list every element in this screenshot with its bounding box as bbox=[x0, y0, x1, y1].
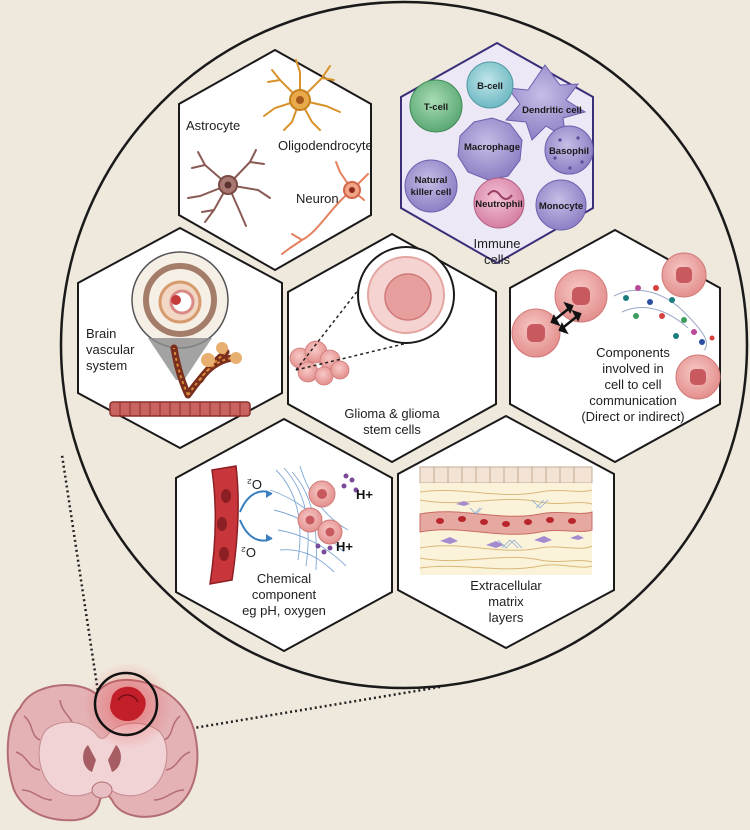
signaling-molecules-icon bbox=[613, 285, 715, 351]
oligodendrocyte-icon bbox=[263, 59, 341, 131]
hex-cell-communication: Components involved in cell to cell comm… bbox=[509, 228, 721, 464]
chemical-label-line2: component bbox=[252, 587, 317, 602]
communication-label-line2: involved in bbox=[602, 361, 663, 376]
astrocyte-label: Astrocyte bbox=[186, 118, 240, 133]
b-cell-label: B-cell bbox=[477, 81, 503, 92]
hex-extracellular-matrix: Extracellular matrix layers bbox=[397, 414, 615, 650]
communication-label-line5: (Direct or indirect) bbox=[581, 409, 684, 424]
t-cell-label: T-cell bbox=[424, 102, 448, 113]
hex-neural-cells: Astrocyte Oligodendrocyte Neuron bbox=[178, 48, 373, 272]
neuron-label: Neuron bbox=[296, 191, 339, 206]
communication-label-line3: cell to cell bbox=[604, 377, 661, 392]
ecm-layers-icon bbox=[419, 466, 593, 575]
chemical-label-line3: eg pH, oxygen bbox=[242, 603, 326, 618]
neutrophil-icon bbox=[473, 177, 525, 229]
neutrophil-label: Neutrophil bbox=[475, 199, 523, 210]
immune-title-line2: cells bbox=[484, 252, 511, 267]
immune-title-line1: Immune bbox=[474, 236, 521, 251]
h-plus-label-2: H+ bbox=[336, 539, 353, 554]
dendritic-cell-label: Dendritic cell bbox=[522, 105, 582, 116]
vascular-label-line1: Brain bbox=[86, 326, 116, 341]
basophil-granules bbox=[553, 136, 584, 170]
macrophage-label: Macrophage bbox=[464, 142, 520, 153]
h-plus-label-1: H+ bbox=[356, 487, 373, 502]
tumor-cells-icon bbox=[297, 480, 343, 545]
astrocyte-icon bbox=[187, 149, 271, 227]
communication-label-line4: communication bbox=[589, 393, 676, 408]
t-cell-icon bbox=[409, 79, 463, 133]
vascular-label-line2: vascular bbox=[86, 342, 135, 357]
natural-killer-cell-icon bbox=[404, 159, 458, 213]
zoom-connector-left bbox=[60, 454, 102, 706]
glioma-zoom-line-top bbox=[295, 279, 367, 371]
ecm-label-line2: matrix bbox=[488, 594, 524, 609]
o2-label-top: O₂ bbox=[247, 477, 262, 492]
hex-glioma: Glioma & glioma stem cells bbox=[287, 232, 497, 464]
glioma-label-line2: stem cells bbox=[363, 422, 421, 437]
hex-chemical-component: O₂ O₂ H+ H+ Chemical co bbox=[175, 417, 393, 653]
b-cell-icon bbox=[466, 61, 514, 109]
neuron-icon bbox=[281, 161, 369, 255]
vascular-label-line3: system bbox=[86, 358, 127, 373]
glioma-label-line1: Glioma & glioma bbox=[344, 406, 440, 421]
glioma-cell-cluster-icon bbox=[289, 340, 350, 386]
nk-cell-label-line2: killer cell bbox=[411, 187, 452, 198]
ecm-label-line3: layers bbox=[489, 610, 524, 625]
dendritic-cell-icon bbox=[504, 64, 587, 141]
tumor-highlight-circle bbox=[93, 671, 159, 737]
hex-brain-vascular: Brain vascular system bbox=[77, 226, 283, 450]
proton-dots-icon bbox=[315, 473, 359, 555]
nk-cell-label-line1: Natural bbox=[415, 175, 448, 186]
oligodendrocyte-label: Oligodendrocyte bbox=[278, 138, 373, 153]
communicating-cells-icon bbox=[511, 252, 721, 400]
zoom-funnel bbox=[148, 338, 212, 380]
tumor-icon bbox=[110, 686, 146, 722]
direct-communication-arrows-icon bbox=[550, 301, 582, 335]
zoom-connector-right bbox=[151, 685, 441, 737]
chemical-label-line1: Chemical bbox=[257, 571, 311, 586]
ecm-label-line1: Extracellular bbox=[470, 578, 542, 593]
o2-label-bottom: O₂ bbox=[241, 545, 256, 560]
monocyte-label: Monocyte bbox=[539, 201, 583, 212]
basophil-label: Basophil bbox=[549, 146, 589, 157]
monocyte-icon bbox=[535, 179, 587, 231]
communication-label-line1: Components bbox=[596, 345, 670, 360]
hex-immune-cells: B-cell T-cell Dendritic cell Macrophage … bbox=[400, 41, 594, 267]
